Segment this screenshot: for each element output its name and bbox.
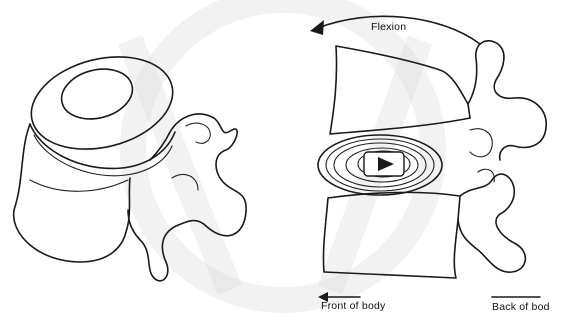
left-vertebral-body xyxy=(14,124,130,262)
lower-posterior-elements xyxy=(458,174,525,272)
curved-arrow-left-icon xyxy=(310,20,324,35)
front-of-body-label: Front of body xyxy=(321,300,385,312)
watermark xyxy=(130,0,433,300)
back-of-body-label: Back of bod xyxy=(492,301,550,313)
flexion-label: Flexion xyxy=(371,21,406,33)
upper-posterior-elements xyxy=(468,41,546,160)
